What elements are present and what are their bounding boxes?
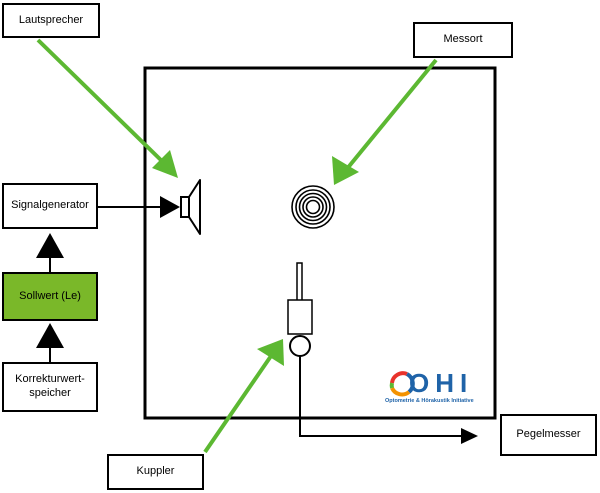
ohi-logo-mark xyxy=(389,371,415,397)
coupler-icon xyxy=(287,262,313,357)
signalgenerator-text: Signalgenerator xyxy=(11,199,89,212)
messort-text: Messort xyxy=(443,33,483,46)
loudspeaker-icon xyxy=(180,179,201,235)
sollwert-text: Sollwert (Le) xyxy=(19,289,81,302)
label-signalgenerator: Signalgenerator xyxy=(2,183,98,229)
ohi-logo-subtitle: Optometrie & Hörakustik Initiative xyxy=(385,398,474,404)
lautsprecher-text: Lautsprecher xyxy=(18,13,84,26)
arrowhead-sollwert-to-signalgenerator xyxy=(36,233,64,258)
green-arrow-messort xyxy=(332,58,438,185)
arrowhead-coupler-to-pegelmesser xyxy=(461,428,478,444)
label-pegelmesser: Pegelmesser xyxy=(500,414,597,456)
label-messort: Messort xyxy=(413,22,513,58)
korrektur-text-line2: speicher xyxy=(29,387,71,399)
test-chamber xyxy=(143,66,497,420)
arrow-coupler-to-pegelmesser xyxy=(299,356,463,437)
green-arrow-lautsprecher xyxy=(36,38,178,178)
label-korrekturwertspeicher: Korrekturwert- speicher xyxy=(2,362,98,412)
label-kuppler: Kuppler xyxy=(107,454,204,490)
ohi-logo-name: OHI xyxy=(409,368,474,398)
measurement-point-icon xyxy=(291,185,335,229)
arrowhead-signalgenerator-to-speaker xyxy=(160,196,180,218)
green-arrow-kuppler xyxy=(203,339,284,454)
korrektur-text-line1: Korrekturwert- xyxy=(15,373,85,386)
label-sollwert: Sollwert (Le) xyxy=(2,272,98,321)
arrowhead-korrektur-to-sollwert xyxy=(36,323,64,348)
kuppler-text: Kuppler xyxy=(136,465,175,478)
label-lautsprecher: Lautsprecher xyxy=(2,3,100,38)
pegelmesser-text: Pegelmesser xyxy=(516,428,581,441)
